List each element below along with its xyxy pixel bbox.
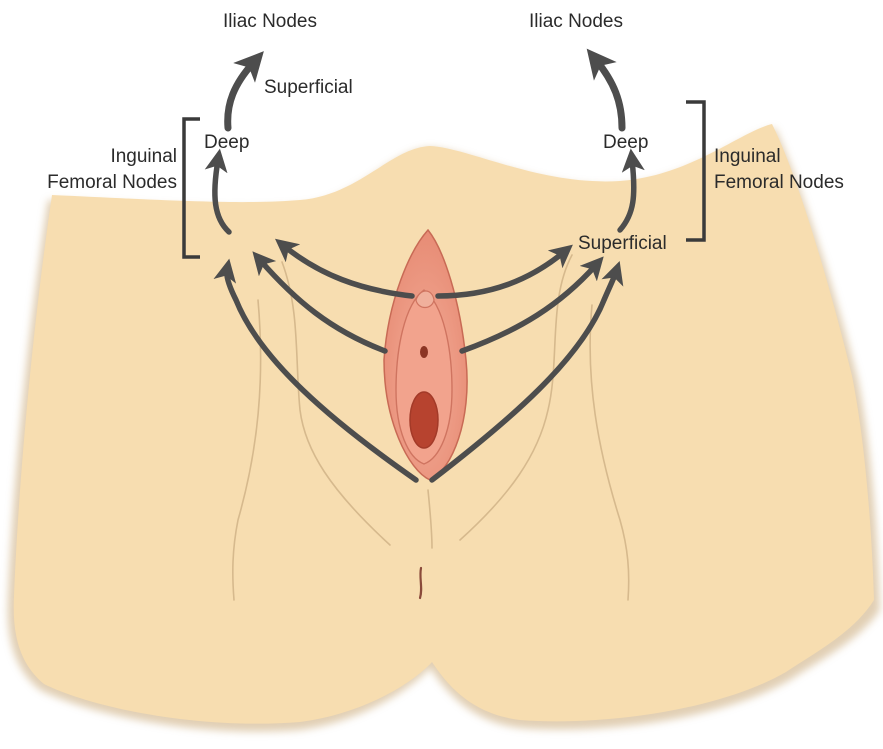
urethral-opening (420, 346, 428, 358)
label-inguinal-left-2: Femoral Nodes (47, 171, 177, 195)
label-iliac-nodes-left: Iliac Nodes (223, 10, 317, 34)
anus-mark (420, 568, 421, 598)
label-deep-left: Deep (204, 131, 249, 155)
vaginal-opening (410, 392, 438, 448)
arrow-right-iliac (596, 60, 622, 128)
label-inguinal-right-1: Inguinal (714, 145, 781, 169)
label-inguinal-left-1: Inguinal (110, 145, 177, 169)
label-superficial-right: Superficial (578, 232, 667, 256)
label-superficial-upper: Superficial (264, 76, 353, 100)
label-deep-right: Deep (603, 131, 648, 155)
label-inguinal-right-2: Femoral Nodes (714, 171, 844, 195)
label-iliac-nodes-right: Iliac Nodes (529, 10, 623, 34)
arrow-left-iliac (228, 62, 254, 128)
